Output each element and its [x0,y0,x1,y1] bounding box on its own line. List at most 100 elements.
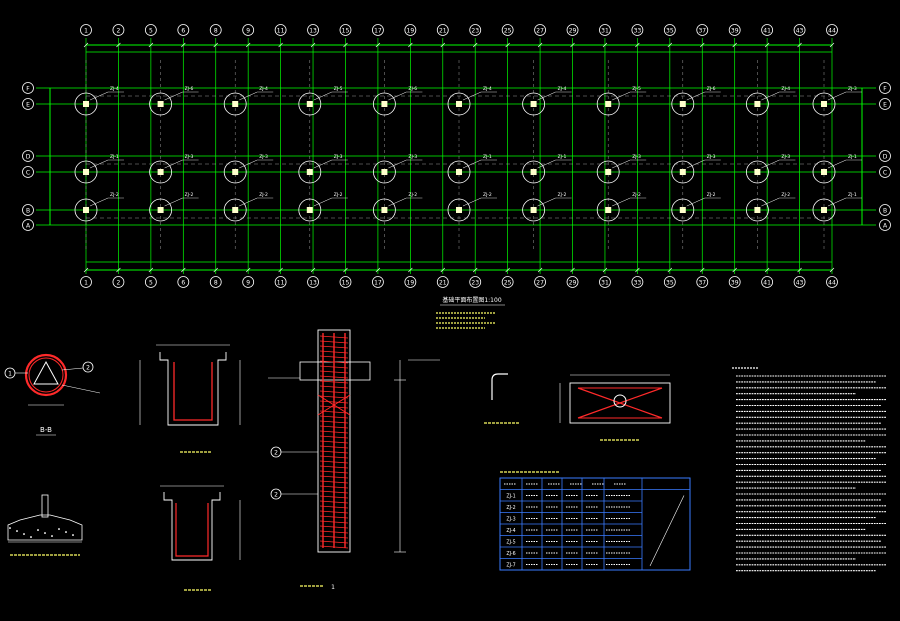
pile-label: ZJ-2 [483,192,492,198]
pile-cap [530,169,537,175]
axis-label-bottom: 15 [342,280,350,287]
pile-label: ZJ-2 [334,192,343,198]
axis-bubble-top [696,24,709,36]
pile-leader [388,197,407,207]
axis-bubble-top [469,24,482,36]
pile-leader [313,197,332,207]
axis-bubble-top [177,24,190,36]
axis-bubble-bottom [469,276,482,288]
axis-bubble-bottom [696,276,709,288]
dim-tick [667,267,673,273]
pile-leader [612,91,631,101]
pile-label: ZJ-3 [408,154,417,160]
axis-label-top: 33 [634,28,642,35]
concrete-hatch [44,532,46,534]
callout-bubble [82,361,94,373]
dim-tick [473,42,478,48]
axis-label-bottom: 9 [246,280,250,287]
pile-label: ZJ-2 [558,192,567,198]
dim-tick [440,267,445,273]
axis-label-bottom: 33 [634,280,642,287]
pile-leader [313,91,332,101]
pile-label: ZJ-5 [334,86,343,92]
axis-bubble-bottom [663,276,676,288]
dim-leader [61,384,101,394]
pile-label: ZJ-2 [781,192,790,198]
pile-cap [381,207,388,213]
axis-label-bottom: 39 [731,280,739,287]
concrete-hatch [30,536,32,538]
axis-bubble-bottom [793,276,806,288]
dim-tick [440,42,445,48]
dim-tick [537,267,543,273]
axis-label-top: 31 [601,28,609,35]
pile-leader [164,197,183,207]
pile-leader [462,91,482,101]
pile-label: ZJ-3 [185,154,194,160]
cap2-section-outline [163,492,221,561]
dim-tick [310,267,316,273]
axis-bubble-top [631,24,644,36]
table-diagonal [649,495,685,567]
pile-circle [671,198,695,222]
axis-bubble-bottom [761,276,774,288]
axis-label-bottom: 44 [828,280,836,287]
construction-notes [732,367,886,572]
axis-label-bottom: 31 [601,280,609,287]
pile-table: ZJ-1ZJ-2ZJ-3ZJ-4ZJ-5ZJ-6ZJ-7 [499,471,691,571]
dim-tick [537,42,543,48]
axis-bubble-top [274,24,287,36]
pile-cap [456,169,462,175]
pile-circle [74,160,98,184]
axis-bubble-bottom [728,276,741,288]
pile-leader [827,91,847,101]
axis-bubble-top [566,24,579,36]
concrete-hatch [72,534,74,536]
pile-circle [596,198,620,222]
axis-bubble-bottom [566,276,579,288]
pile-leader [164,159,183,169]
dim-tick [213,267,218,273]
section-triangle [33,360,59,385]
section-inner-ring [28,357,64,393]
axis-bubble-top [826,24,838,36]
dim-tick [343,267,348,273]
pile-circle [298,160,322,184]
cap-section-outline [159,352,227,426]
pile-cap [381,101,388,107]
axis-label-top: 5 [149,28,153,35]
axis-bubble-top [534,24,546,36]
pile-circle [746,92,769,116]
pile-circle [522,92,545,116]
pile-leader [612,159,631,169]
pile-cap [232,101,239,107]
dim-tick [375,42,381,48]
axis-label-top: 9 [246,28,250,35]
axis-bubble-bottom [144,276,157,288]
pile-leader [462,159,482,169]
section-title: B-B [40,426,52,434]
axis-label-right: A [883,223,888,230]
pile-circle [223,92,247,116]
axis-bubble-right [879,219,891,231]
pile-circle [812,92,836,116]
axis-label-bottom: 29 [569,280,577,287]
pile-circle [447,160,471,184]
dim-tick [505,267,510,273]
pile-leader [239,91,258,101]
pile-circle [372,198,396,222]
dim-tick [700,267,705,273]
pile-cap [754,169,761,175]
pile-leader [537,197,556,207]
axis-bubble-top [209,24,222,36]
axis-bubble-top [80,24,92,36]
beam-rebar-diag [577,387,663,419]
dim-tick [700,42,705,48]
pile-cap [83,169,89,175]
axis-label-top: 37 [698,28,706,35]
beam-center-bar [613,394,627,408]
pile-outline [317,329,351,553]
cap2-rebar [175,503,209,557]
axis-bubble-top [339,24,352,36]
